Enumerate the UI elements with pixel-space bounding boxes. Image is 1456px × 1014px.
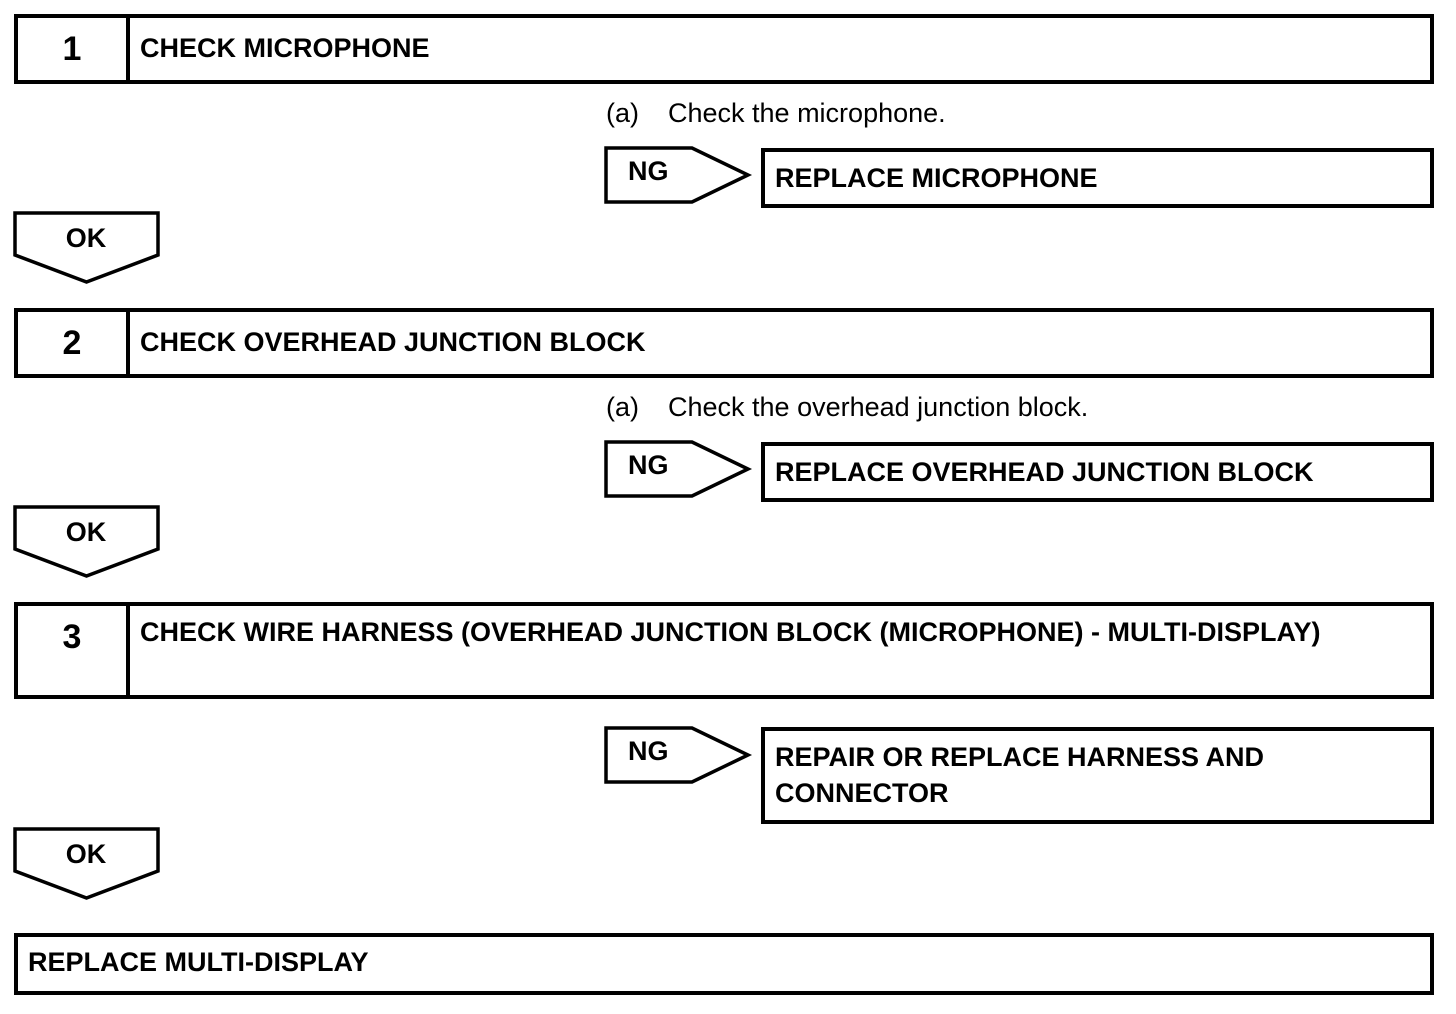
step-1-ng-tag: NG: [604, 146, 754, 204]
step-2-title: CHECK OVERHEAD JUNCTION BLOCK: [140, 327, 646, 357]
step-2-substep: (a) Check the overhead junction block.: [606, 392, 1088, 423]
step-3-ok-label: OK: [65, 839, 107, 869]
final-action-box: REPLACE MULTI-DISPLAY: [14, 933, 1434, 995]
step-2-number: 2: [18, 312, 130, 374]
step-1-ok-tag: OK: [13, 211, 161, 285]
ok-arrow-shape: [13, 505, 160, 578]
step-1-substep-text: Check the microphone.: [668, 98, 946, 128]
step-2-ng-result: REPLACE OVERHEAD JUNCTION BLOCK: [775, 457, 1314, 487]
step-2-substep-text: Check the overhead junction block.: [668, 392, 1089, 422]
ok-arrow-shape: [13, 827, 160, 900]
step-1-title: CHECK MICROPHONE: [140, 33, 430, 63]
step-1-ok-label: OK: [65, 223, 107, 253]
step-2-ng-label: NG: [628, 450, 669, 480]
step-2-ng-tag: NG: [604, 440, 754, 498]
step-3-ng-result: REPAIR OR REPLACE HARNESS AND CONNECTOR: [775, 742, 1265, 808]
step-3-number: 3: [18, 606, 130, 695]
step-2-box: 2 CHECK OVERHEAD JUNCTION BLOCK: [14, 308, 1434, 378]
step-1-ng-label: NG: [628, 156, 669, 186]
final-action-text: REPLACE MULTI-DISPLAY: [28, 947, 369, 977]
step-1-substep: (a) Check the microphone.: [606, 98, 946, 129]
step-1-ng-result: REPLACE MICROPHONE: [775, 163, 1098, 193]
step-2-ok-label: OK: [65, 517, 107, 547]
ok-arrow-shape: [13, 211, 160, 284]
ng-arrow-shape: [604, 146, 753, 204]
step-1-box: 1 CHECK MICROPHONE: [14, 14, 1434, 84]
step-2-substep-label: (a): [606, 392, 639, 422]
step-3-box: 3 CHECK WIRE HARNESS (OVERHEAD JUNCTION …: [14, 602, 1434, 699]
step-3-ng-result-box: REPAIR OR REPLACE HARNESS AND CONNECTOR: [761, 727, 1434, 824]
ng-arrow-shape: [604, 726, 753, 784]
step-2-ok-tag: OK: [13, 505, 161, 579]
step-1-number: 1: [18, 18, 130, 80]
step-3-ng-tag: NG: [604, 726, 754, 784]
step-3-ng-label: NG: [628, 736, 669, 766]
step-3-ok-tag: OK: [13, 827, 161, 901]
step-1-ng-result-box: REPLACE MICROPHONE: [761, 148, 1434, 208]
ng-arrow-shape: [604, 440, 753, 498]
step-2-ng-result-box: REPLACE OVERHEAD JUNCTION BLOCK: [761, 442, 1434, 502]
step-1-substep-label: (a): [606, 98, 639, 128]
step-3-title: CHECK WIRE HARNESS (OVERHEAD JUNCTION BL…: [140, 617, 1321, 647]
